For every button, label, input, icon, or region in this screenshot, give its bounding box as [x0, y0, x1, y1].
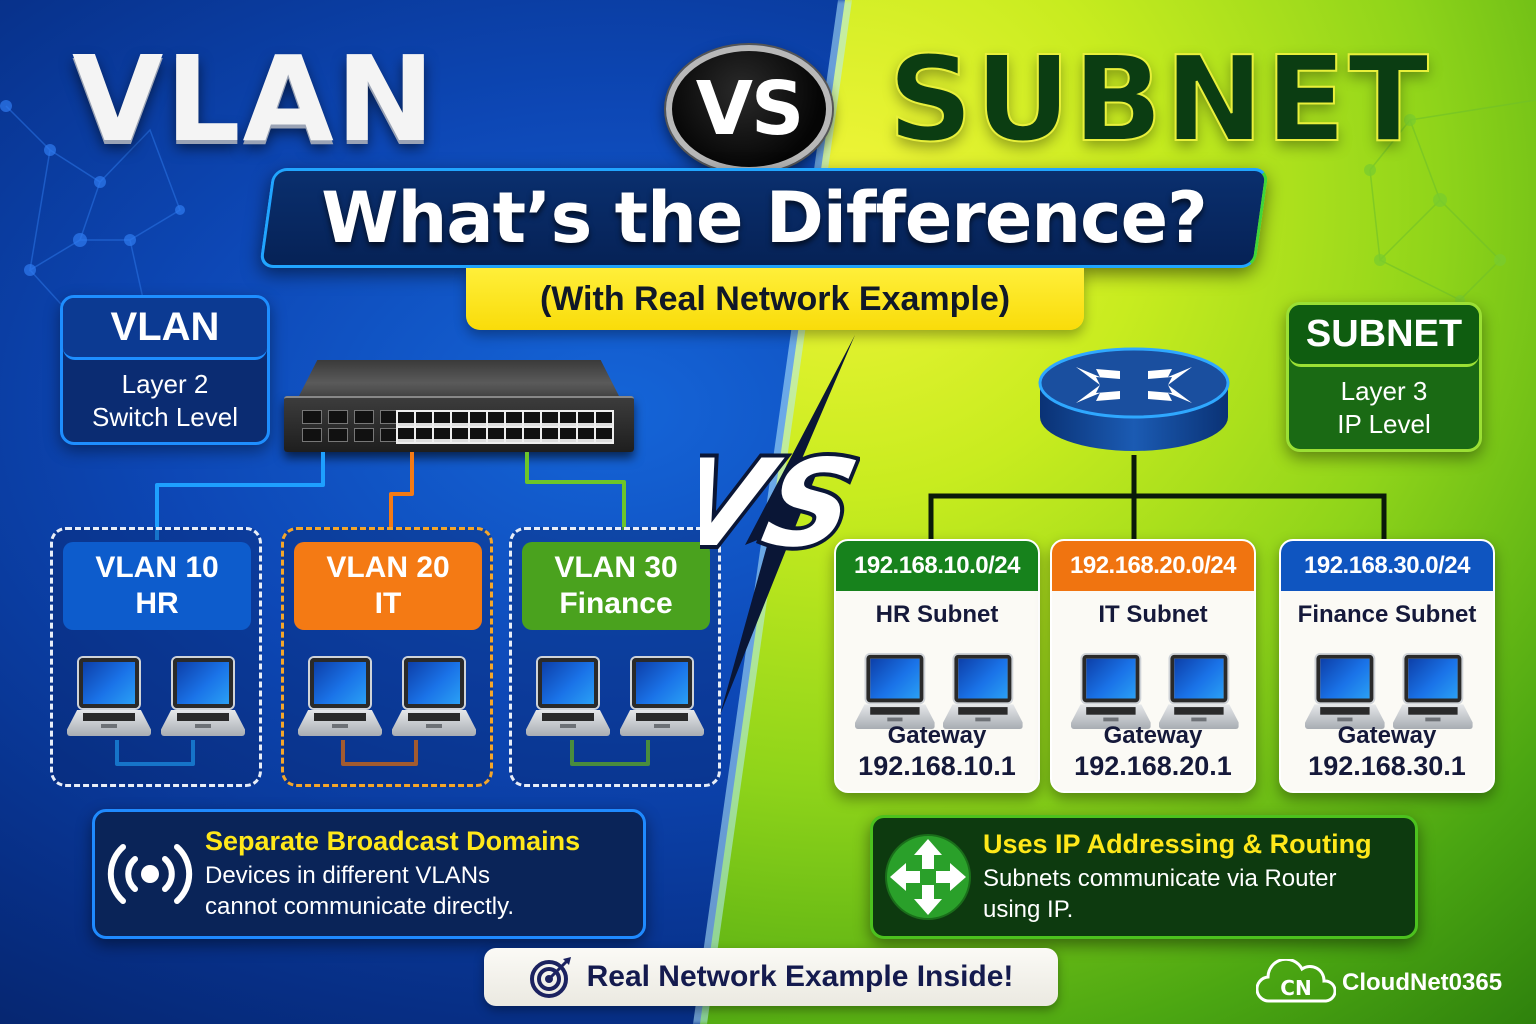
- subnet-title: SUBNET: [887, 29, 1431, 169]
- laptop-icon: [526, 658, 610, 742]
- subnet-info-box: SUBNET Layer 3 IP Level: [1286, 302, 1482, 452]
- broadcast-domain-box: Separate Broadcast Domains Devices in di…: [92, 809, 646, 939]
- router-icon: [1038, 347, 1230, 451]
- subnet-cidr: 192.168.30.0/24: [1281, 541, 1493, 591]
- vlan-20-label: VLAN 20 IT: [294, 542, 482, 630]
- broadcast-icon: [95, 812, 205, 936]
- brand-name: CloudNet0365: [1342, 969, 1503, 996]
- gateway-ip: 192.168.30.1: [1308, 751, 1466, 781]
- subnet-info-level: IP Level: [1337, 409, 1431, 439]
- subtitle-pill: (With Real Network Example): [466, 268, 1084, 330]
- vlan-10-label: VLAN 10 HR: [63, 542, 251, 630]
- gateway-label: Gateway: [1337, 722, 1437, 749]
- vlan-group-20: VLAN 20 IT: [281, 527, 493, 787]
- feature-line: cannot communicate directly.: [205, 893, 515, 920]
- vlan-30-label: VLAN 30 Finance: [522, 542, 710, 630]
- cta-pill: Real Network Example Inside!: [484, 948, 1058, 1006]
- subnet-name: IT Subnet: [1098, 601, 1208, 628]
- feature-line: Subnets communicate via Router: [983, 865, 1337, 892]
- subnet-name: HR Subnet: [875, 601, 999, 628]
- subnet-cidr: 192.168.10.0/24: [836, 541, 1038, 591]
- vlan-group-30: VLAN 30 Finance: [509, 527, 721, 787]
- target-icon: [529, 957, 571, 998]
- vlan-group-10: VLAN 10 HR: [50, 527, 262, 787]
- routing-arrows-icon: [873, 818, 983, 936]
- question-heading: What’s the Difference?: [321, 177, 1207, 259]
- svg-text:VS: VS: [700, 433, 860, 573]
- routing-box: Uses IP Addressing & Routing Subnets com…: [870, 815, 1418, 939]
- laptop-icon: [67, 658, 151, 742]
- feature-line: Devices in different VLANs: [205, 862, 491, 889]
- laptop-icon: [1159, 654, 1239, 729]
- subnet-info-layer: Layer 3: [1340, 376, 1428, 406]
- vs-badge: VS: [666, 45, 832, 173]
- laptop-icon: [1071, 654, 1151, 729]
- gateway-label: Gateway: [1103, 722, 1203, 749]
- vlan-info-box: VLAN Layer 2 Switch Level: [60, 295, 270, 445]
- network-mesh-right-icon: [1350, 100, 1536, 320]
- laptop-icon: [1393, 654, 1473, 729]
- brand-logo: CN CloudNet0365: [1256, 958, 1502, 1008]
- subnet-card-hr: 192.168.10.0/24 HR Subnet Gateway 192.16…: [834, 539, 1040, 793]
- vs-badge-text: VS: [695, 66, 805, 152]
- vlan-info-level: Switch Level: [92, 402, 238, 432]
- laptop-icon: [298, 658, 382, 742]
- svg-text:CN: CN: [1280, 976, 1311, 1000]
- cloud-logo-icon: CN: [1256, 959, 1336, 1003]
- laptop-icon: [1305, 654, 1385, 729]
- gateway-ip: 192.168.10.1: [858, 751, 1016, 781]
- subnet-info-title: SUBNET: [1289, 305, 1479, 367]
- gateway-ip: 192.168.20.1: [1074, 751, 1232, 781]
- laptop-icon: [620, 658, 704, 742]
- vlan-info-title: VLAN: [63, 298, 267, 360]
- subnet-card-it: 192.168.20.0/24 IT Subnet Gateway 192.16…: [1050, 539, 1256, 793]
- vlan-title: VLAN: [72, 30, 437, 168]
- gateway-label: Gateway: [887, 722, 987, 749]
- laptop-icon: [161, 658, 245, 742]
- feature-line: using IP.: [983, 896, 1074, 923]
- laptop-icon: [943, 654, 1023, 729]
- subnet-card-finance: 192.168.30.0/24 Finance Subnet Gateway 1…: [1279, 539, 1495, 793]
- vlan-info-layer: Layer 2: [121, 369, 209, 399]
- feature-title: Separate Broadcast Domains: [205, 826, 581, 856]
- subnet-name: Finance Subnet: [1297, 601, 1477, 628]
- switch-icon: [284, 360, 634, 452]
- vs-lightning-icon: VS: [700, 335, 860, 715]
- subnet-cidr: 192.168.20.0/24: [1052, 541, 1254, 591]
- laptop-icon: [855, 654, 935, 729]
- feature-title: Uses IP Addressing & Routing: [983, 829, 1372, 859]
- laptop-icon: [392, 658, 476, 742]
- cta-text: Real Network Example Inside!: [586, 960, 1014, 993]
